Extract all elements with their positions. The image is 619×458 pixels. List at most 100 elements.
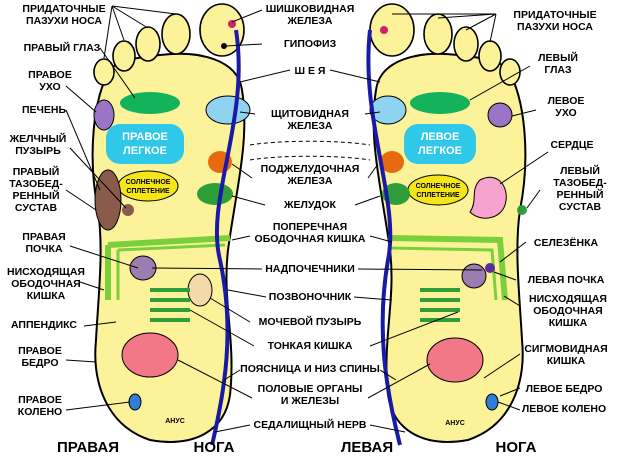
- thyroid-label-2: ЖЕЛЕЗА: [286, 120, 332, 132]
- right-foot-leaders: [65, 5, 177, 411]
- left-foot-title-leg: НОГА: [496, 439, 537, 456]
- colon-desc-r-label-1: НИСХОДЯЩАЯ: [7, 266, 85, 278]
- pineal-label-2: ЖЕЛЕЗА: [286, 15, 332, 27]
- left-anus-label: АНУС: [445, 420, 465, 427]
- left-solar-plexus: [407, 174, 469, 206]
- ear-l-label-2: УХО: [555, 107, 576, 119]
- hip-l-label-3: РЕННЫЙ: [557, 188, 604, 201]
- center-leaders: [151, 9, 483, 433]
- bladder-label: МОЧЕВОЙ ПУЗЫРЬ: [259, 315, 362, 328]
- hip-r-label-2: ТАЗОБЕД-: [9, 178, 63, 190]
- left-toe-3: [453, 26, 479, 62]
- ear-r-label-1: ПРАВОЕ: [28, 69, 72, 81]
- knee-l-label: ЛЕВОЕ КОЛЕНО: [522, 403, 606, 415]
- heart-label: СЕРДЦЕ: [550, 139, 593, 151]
- left-lung-label-1: ЛЕВОЕ: [421, 131, 460, 143]
- pituitary-label: ГИПОФИЗ: [284, 38, 337, 50]
- left-small-intestine: [420, 288, 460, 322]
- right-pineal-dot: [228, 20, 236, 28]
- eye-l-label-1: ЛЕВЫЙ: [538, 51, 578, 64]
- spleen-label: СЕЛЕЗЁНКА: [534, 236, 599, 249]
- left-toe-2: [423, 13, 453, 55]
- right-foot-labels: ПРИДАТОЧНЫЕ ПАЗУХИ НОСА ПРАВЫЙ ГЛАЗ ПРАВ…: [7, 3, 177, 418]
- sinus-l-label-2: ПАЗУХИ НОСА: [517, 21, 593, 33]
- left-foot-title-word: ЛЕВАЯ: [341, 439, 393, 456]
- small-intestine-label: ТОНКАЯ КИШКА: [268, 340, 353, 352]
- left-knee-zone: [485, 393, 499, 411]
- knee-r-label-2: КОЛЕНО: [18, 406, 62, 418]
- right-stomach-zone: [197, 183, 233, 205]
- right-lung-label-2: ЛЕГКОЕ: [123, 145, 167, 157]
- hip-l-label-4: СУСТАВ: [559, 201, 602, 213]
- sigmoid-label-2: КИШКА: [547, 355, 586, 367]
- ear-l-label-1: ЛЕВОЕ: [548, 95, 585, 107]
- colon-desc-l-label-3: КИШКА: [549, 317, 588, 329]
- colon-desc-l-label-1: НИСХОДЯЩАЯ: [529, 293, 607, 305]
- hip-l-label-1: ЛЕВЫЙ: [560, 164, 600, 177]
- sinus-r-label-2: ПАЗУХИ НОСА: [26, 15, 102, 27]
- right-foot-title-leg: НОГА: [194, 439, 235, 456]
- adrenal-label: НАДПОЧЕЧНИКИ: [265, 263, 355, 275]
- right-spine-line: [210, 29, 241, 446]
- transverse-colon-label-2: ОБОДОЧНАЯ КИШКА: [255, 233, 366, 245]
- left-lung-zone: [404, 124, 476, 164]
- right-liver-zone: [94, 169, 122, 231]
- left-colon-inner: [389, 246, 498, 301]
- knee-r-label-1: ПРАВОЕ: [18, 394, 62, 406]
- left-plexus-label-2: СПЛЕТЕНИЕ: [416, 192, 460, 199]
- transverse-colon-label-1: ПОПЕРЕЧНАЯ: [273, 221, 347, 233]
- left-eye-zone: [410, 92, 470, 114]
- eye-l-label-2: ГЛАЗ: [544, 64, 572, 76]
- right-pituitary-dot: [221, 43, 227, 49]
- left-foot: ЛЕВОЕ ЛЕГКОЕ СОЛНЕЧНОЕ СПЛЕТЕНИЕ АНУС: [366, 3, 527, 446]
- colon-desc-r-label-3: КИШКА: [27, 290, 66, 302]
- right-ear-zone: [93, 99, 115, 131]
- gallbladder-label-1: ЖЕЛЧНЫЙ: [9, 132, 67, 145]
- right-knee-zone: [128, 393, 142, 411]
- thigh-l-label: ЛЕВОЕ БЕДРО: [526, 383, 603, 395]
- lowback-label: ПОЯСНИЦА И НИЗ СПИНЫ: [240, 363, 380, 375]
- right-colon-zone: [105, 235, 231, 300]
- thigh-r-label-2: БЕДРО: [21, 357, 58, 369]
- center-labels: ШИШКОВИДНАЯ ЖЕЛЕЗА ГИПОФИЗ Ш Е Я ЩИТОВИД…: [151, 3, 483, 433]
- gallbladder-label-2: ПУЗЫРЬ: [15, 145, 61, 157]
- right-foot: ПРАВОЕ ЛЕГКОЕ СОЛНЕЧНОЕ СПЛЕТЕНИЕ АНУС: [91, 3, 251, 446]
- thyroid-label-1: ЩИТОВИДНАЯ: [271, 108, 349, 120]
- pancreas-label-2: ЖЕЛЕЗА: [286, 175, 332, 187]
- hip-r-label-1: ПРАВЫЙ: [13, 165, 60, 178]
- left-pancreas-zone: [380, 151, 404, 173]
- sinus-l-label-1: ПРИДАТОЧНЫЕ: [513, 9, 596, 21]
- right-toe-5: [93, 58, 115, 86]
- right-lung-zone: [106, 124, 184, 164]
- footer-labels: ПРАВАЯ НОГА ЛЕВАЯ НОГА: [57, 439, 537, 456]
- right-bladder-zone: [187, 273, 213, 307]
- diaphragm-line: [249, 140, 371, 161]
- left-spine-line: [366, 29, 402, 446]
- left-plexus-label-1: СОЛНЕЧНОЕ: [416, 183, 461, 190]
- left-foot-labels: ПРИДАТОЧНЫЕ ПАЗУХИ НОСА ЛЕВЫЙ ГЛАЗ ЛЕВОЕ…: [392, 9, 608, 415]
- right-toe-4: [112, 40, 136, 72]
- colon-desc-l-label-2: ОБОДОЧНАЯ: [533, 305, 602, 317]
- right-genital-zone: [121, 332, 179, 378]
- ear-r-label-2: УХО: [39, 81, 60, 93]
- left-hip-dot: [517, 205, 527, 215]
- hip-r-label-3: РЕННЫЙ: [13, 189, 60, 202]
- left-colon-zone: [387, 235, 508, 301]
- right-anus-label: АНУС: [165, 418, 185, 425]
- pineal-label-1: ШИШКОВИДНАЯ: [266, 3, 355, 15]
- left-big-toe: [369, 3, 415, 57]
- genitals-label-2: И ЖЕЛЕЗЫ: [281, 395, 339, 407]
- left-pineal-dot: [380, 26, 388, 34]
- hip-r-label-4: СУСТАВ: [15, 202, 58, 214]
- left-ear-zone: [487, 102, 513, 128]
- right-toe-2: [161, 13, 191, 55]
- right-lung-label-1: ПРАВОЕ: [122, 131, 168, 143]
- right-big-toe: [199, 3, 245, 57]
- pancreas-label-1: ПОДЖЕЛУДОЧНАЯ: [261, 163, 360, 175]
- right-toe-3: [135, 26, 161, 62]
- kidney-l-label: ЛЕВАЯ ПОЧКА: [528, 274, 605, 286]
- kidney-r-label-2: ПОЧКА: [25, 243, 63, 255]
- spleen-zone: [485, 263, 495, 273]
